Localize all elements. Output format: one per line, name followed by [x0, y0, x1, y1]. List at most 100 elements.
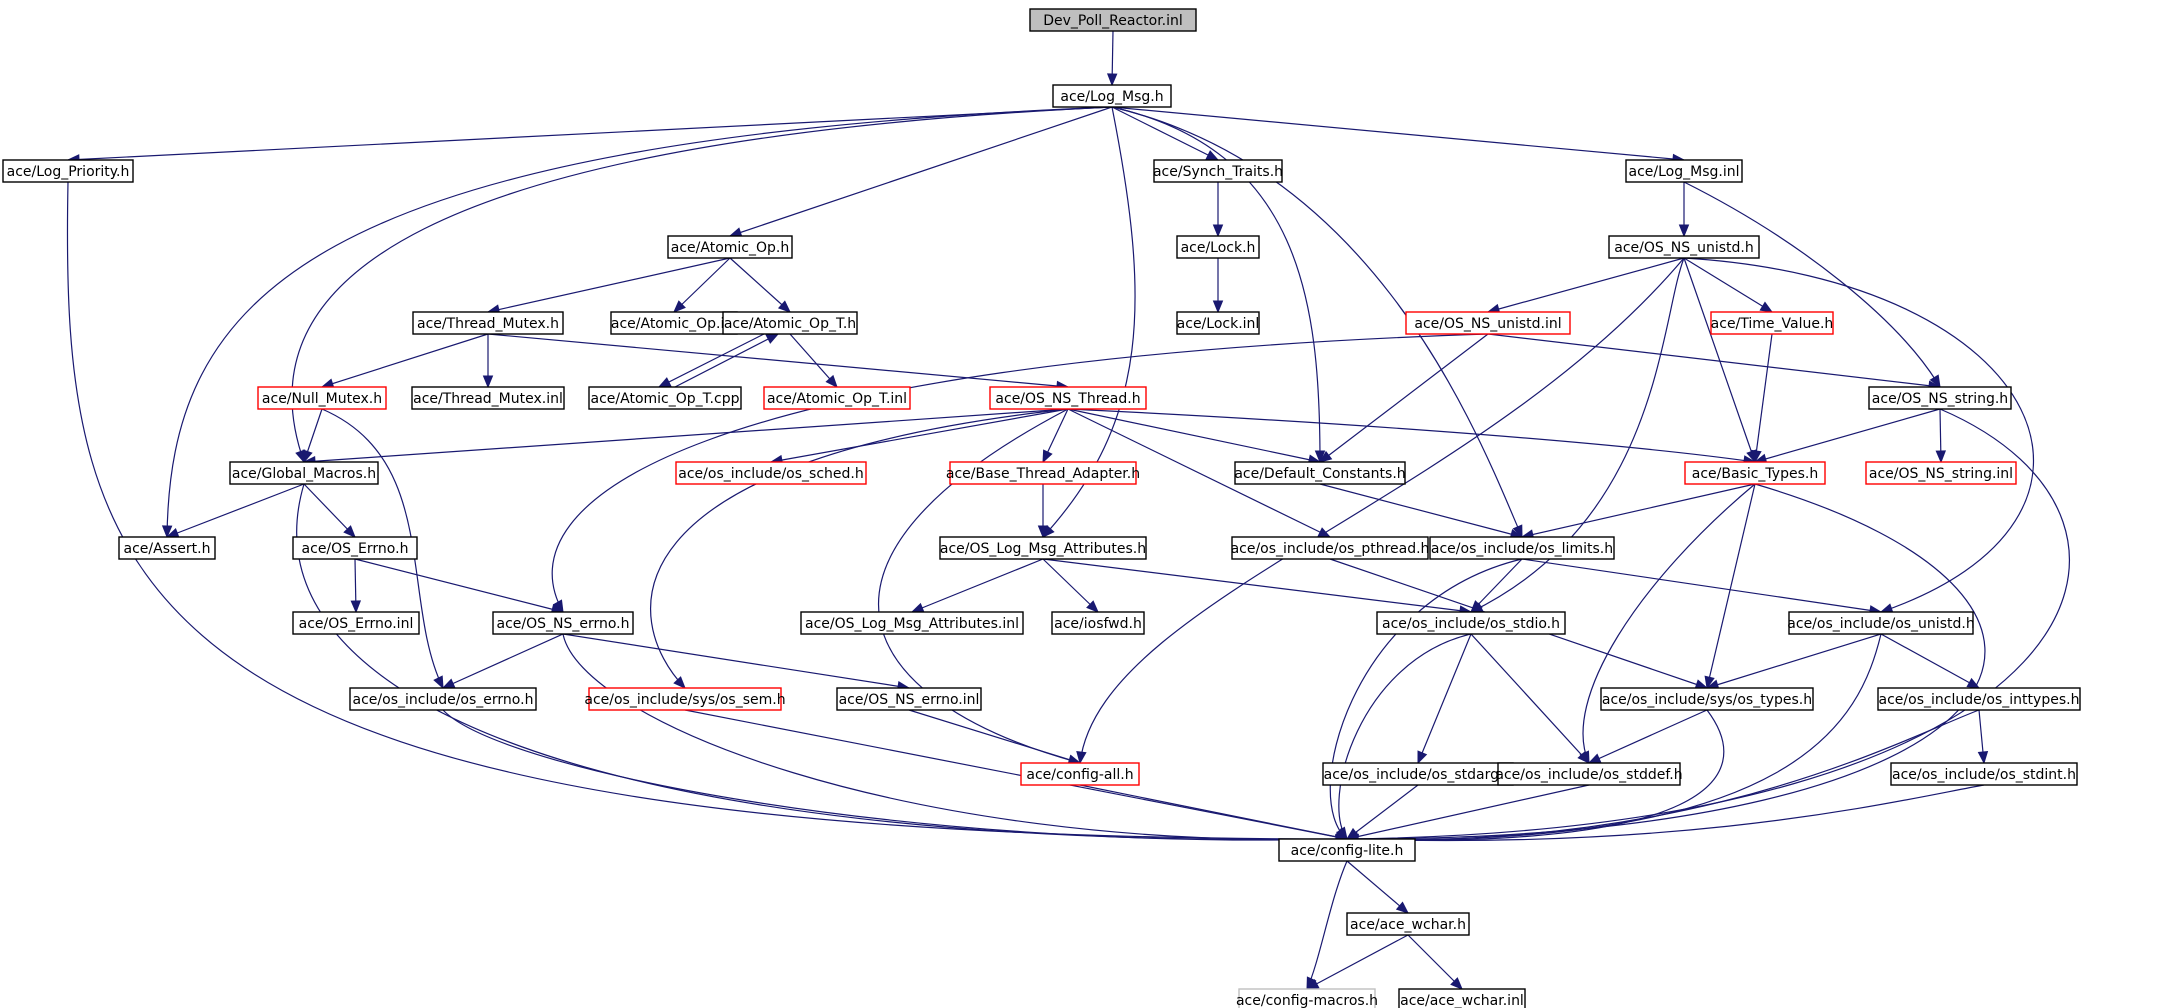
node-box-assert	[118, 536, 216, 560]
node-configall[interactable]: ace/config-all.h	[1020, 762, 1140, 786]
edge-atomicop_h-to-atomicopt_h	[729, 257, 791, 313]
node-label-configlite: ace/config-lite.h	[1291, 843, 1404, 859]
node-box-lock_h	[1176, 235, 1260, 259]
node-configlite[interactable]: ace/config-lite.h	[1278, 838, 1416, 862]
node-atomicopt_h[interactable]: ace/Atomic_Op_T.h	[722, 311, 858, 335]
node-ossched[interactable]: ace/os_include/os_sched.h	[675, 461, 867, 485]
node-box-basethread	[949, 461, 1137, 485]
edge-nullmutex-to-oserrno_os	[321, 408, 444, 689]
node-osunistd_inl[interactable]: ace/OS_NS_unistd.inl	[1405, 311, 1571, 335]
node-label-logmsg_inl: ace/Log_Msg.inl	[1629, 164, 1740, 180]
node-label-atomicop_inl: ace/Atomic_Op.inl	[611, 316, 737, 332]
node-osstddef[interactable]: ace/os_include/os_stddef.h	[1495, 762, 1683, 786]
node-box-threadmutex_h	[412, 311, 564, 335]
edge-acewchar_h-to-configmacros	[1306, 934, 1409, 990]
node-box-oserrno_os	[349, 687, 537, 711]
node-oserrno_os[interactable]: ace/os_include/os_errno.h	[349, 687, 537, 711]
edge-osthread-to-ossem	[649, 408, 1069, 689]
node-box-osinttypes	[1877, 687, 2081, 711]
arrowhead-timevalue-to-basictypes	[1751, 449, 1762, 464]
node-osunistd_h[interactable]: ace/OS_NS_unistd.h	[1608, 235, 1760, 259]
edge-logmsg_h-to-oslogmsgattr_h	[1042, 106, 1136, 538]
arrowhead-acewchar_h-to-acewchar_inl	[1450, 977, 1463, 990]
node-defconst[interactable]: ace/Default_Constants.h	[1234, 461, 1406, 485]
node-globalmacros[interactable]: ace/Global_Macros.h	[229, 461, 379, 485]
node-nullmutex[interactable]: ace/Null_Mutex.h	[257, 386, 387, 410]
node-label-atomicop_h: ace/Atomic_Op.h	[671, 240, 789, 256]
node-label-osunistd_os: ace/os_include/os_unistd.h	[1787, 616, 1974, 632]
edge-globalmacros-to-assert	[166, 483, 305, 538]
node-label-globalmacros: ace/Global_Macros.h	[232, 466, 376, 482]
node-osstdarg[interactable]: ace/os_include/os_stdarg.h	[1322, 762, 1514, 786]
node-oserrno_h[interactable]: ace/OS_Errno.h	[292, 536, 418, 560]
node-logmsg_h[interactable]: ace/Log_Msg.h	[1052, 84, 1172, 108]
node-osunistd_os[interactable]: ace/os_include/os_unistd.h	[1787, 611, 1975, 635]
arrowhead-oserrno_h-to-oserrno_inl	[350, 600, 362, 614]
node-atomicop_h[interactable]: ace/Atomic_Op.h	[667, 235, 793, 259]
edge-logmsg_inl-to-osstring_h	[1683, 181, 1941, 388]
edge-ossem-to-configlite	[684, 709, 1348, 840]
edge-timevalue-to-basictypes	[1754, 333, 1773, 463]
node-logprio[interactable]: ace/Log_Priority.h	[2, 159, 134, 183]
node-assert[interactable]: ace/Assert.h	[118, 536, 216, 560]
edge-logmsg_h-to-defconst	[1111, 106, 1321, 463]
node-box-ospthread	[1231, 536, 1429, 560]
arrowhead-atomicop_h-to-atomicopt_h	[777, 300, 791, 313]
node-lock_inl[interactable]: ace/Lock.inl	[1176, 311, 1260, 335]
node-atomicop_inl[interactable]: ace/Atomic_Op.inl	[610, 311, 738, 335]
node-osstdint[interactable]: ace/os_include/os_stdint.h	[1890, 762, 2078, 786]
node-atomicopt_cpp[interactable]: ace/Atomic_Op_T.cpp	[588, 386, 742, 410]
node-acewchar_h[interactable]: ace/ace_wchar.h	[1346, 912, 1470, 936]
node-logmsg_inl[interactable]: ace/Log_Msg.inl	[1625, 159, 1743, 183]
node-osstdio[interactable]: ace/os_include/os_stdio.h	[1376, 611, 1566, 635]
node-osstring_inl[interactable]: ace/OS_NS_string.inl	[1865, 461, 2017, 485]
edge-osnserrno_h-to-oserrno_os	[442, 633, 564, 689]
node-box-osstring_h	[1868, 386, 2012, 410]
node-label-osstddef: ace/os_include/os_stddef.h	[1495, 767, 1682, 783]
node-box-osstddef	[1497, 762, 1681, 786]
node-oslogmsgattr_h[interactable]: ace/OS_Log_Msg_Attributes.h	[939, 536, 1147, 560]
node-oslimits[interactable]: ace/os_include/os_limits.h	[1429, 536, 1615, 560]
node-box-acewchar_inl	[1398, 988, 1526, 1008]
edge-ostypes-to-configlite	[1346, 709, 1725, 841]
arrowhead-logmsg_h-to-assert	[161, 525, 173, 539]
node-osstring_h[interactable]: ace/OS_NS_string.h	[1868, 386, 2012, 410]
node-oserrno_inl[interactable]: ace/OS_Errno.inl	[292, 611, 420, 635]
edge-osunistd_inl-to-osnserrno_h	[551, 333, 1489, 613]
node-label-ospthread: ace/os_include/os_pthread.h	[1231, 541, 1430, 557]
node-acewchar_inl[interactable]: ace/ace_wchar.inl	[1398, 988, 1526, 1008]
node-timevalue[interactable]: ace/Time_Value.h	[1710, 311, 1834, 335]
node-threadmutex_h[interactable]: ace/Thread_Mutex.h	[412, 311, 564, 335]
node-atomicopt_inl[interactable]: ace/Atomic_Op_T.inl	[763, 386, 911, 410]
arrowhead-osunistd_inl-to-defconst	[1318, 450, 1333, 463]
node-ospthread[interactable]: ace/os_include/os_pthread.h	[1231, 536, 1430, 560]
node-osinttypes[interactable]: ace/os_include/os_inttypes.h	[1877, 687, 2081, 711]
node-box-configall	[1020, 762, 1140, 786]
node-ossem[interactable]: ace/os_include/sys/os_sem.h	[584, 687, 786, 711]
node-synchtraits[interactable]: ace/Synch_Traits.h	[1153, 159, 1283, 183]
node-basictypes[interactable]: ace/Basic_Types.h	[1684, 461, 1826, 485]
node-osthread[interactable]: ace/OS_NS_Thread.h	[989, 386, 1147, 410]
node-osnserrno_h[interactable]: ace/OS_NS_errno.h	[492, 611, 634, 635]
node-layer: Dev_Poll_Reactor.inl ace/Log_Msg.h ace/Log…	[2, 8, 2081, 1008]
arrowhead-osthread-to-ossem	[673, 676, 686, 689]
node-basethread[interactable]: ace/Base_Thread_Adapter.h	[946, 461, 1140, 485]
edge-atomicopt_h-to-atomicopt_inl	[789, 333, 838, 388]
node-box-osstdio	[1376, 611, 1566, 635]
node-lock_h[interactable]: ace/Lock.h	[1176, 235, 1260, 259]
node-osnserrno_inl[interactable]: ace/OS_NS_errno.inl	[836, 687, 982, 711]
arrowhead-atomicopt_h-to-atomicopt_cpp	[657, 377, 672, 388]
edge-osthread-to-ossched	[770, 408, 1069, 463]
edge-atomicop_h-to-threadmutex_h	[487, 257, 731, 313]
node-iosfwd[interactable]: ace/iosfwd.h	[1051, 611, 1145, 635]
node-label-threadmutex_h: ace/Thread_Mutex.h	[417, 316, 559, 332]
node-label-basethread: ace/Base_Thread_Adapter.h	[946, 466, 1140, 482]
node-label-configmacros: ace/config-macros.h	[1236, 993, 1378, 1008]
node-box-globalmacros	[229, 461, 379, 485]
node-threadmutex_inl[interactable]: ace/Thread_Mutex.inl	[411, 386, 565, 410]
edge-logmsg_h-to-logmsg_inl	[1111, 106, 1685, 161]
node-label-oserrno_h: ace/OS_Errno.h	[302, 541, 409, 557]
node-oslogmsgattr_inl[interactable]: ace/OS_Log_Msg_Attributes.inl	[800, 611, 1024, 635]
node-ostypes[interactable]: ace/os_include/sys/os_types.h	[1600, 687, 1814, 711]
node-dpr[interactable]: Dev_Poll_Reactor.inl	[1029, 8, 1197, 32]
